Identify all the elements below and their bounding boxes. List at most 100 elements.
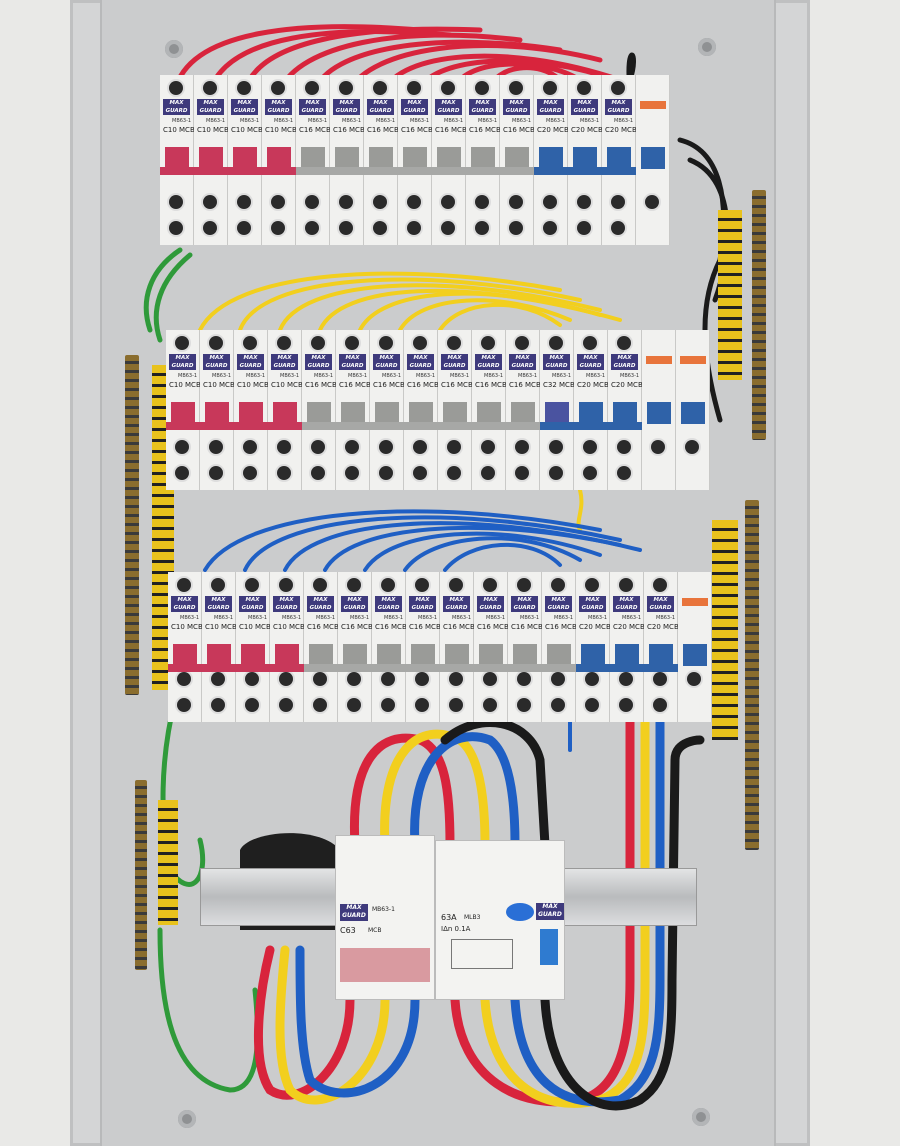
- breaker-toggle[interactable]: [301, 147, 325, 169]
- breaker-toggle[interactable]: [443, 402, 467, 424]
- breaker-toggle[interactable]: [341, 402, 365, 424]
- rcbo-breaker[interactable]: [642, 330, 676, 490]
- breaker-toggle[interactable]: [579, 402, 603, 424]
- breaker-toggle[interactable]: [205, 402, 229, 424]
- breaker-toggle[interactable]: [513, 644, 537, 666]
- rcbo-breaker[interactable]: [636, 75, 670, 245]
- breaker-toggle[interactable]: [547, 644, 571, 666]
- rcd-toggle[interactable]: [540, 929, 558, 965]
- breaker-toggle[interactable]: [477, 402, 501, 424]
- breaker-toggle[interactable]: [545, 402, 569, 424]
- breaker-toggle[interactable]: [539, 147, 563, 169]
- breaker-toggle[interactable]: [239, 402, 263, 424]
- breaker-toggle[interactable]: [683, 644, 707, 666]
- breaker-toggle[interactable]: [267, 147, 291, 169]
- breaker-toggle[interactable]: [505, 147, 529, 169]
- breaker-toggle[interactable]: [409, 402, 433, 424]
- main-breaker-c63[interactable]: MAX GUARD MB63-1 C63 MCB: [335, 835, 435, 1000]
- breaker-toggle[interactable]: [199, 147, 223, 169]
- breaker-toggle[interactable]: [573, 147, 597, 169]
- breaker-toggle[interactable]: [681, 402, 705, 424]
- breaker-toggle[interactable]: [641, 147, 665, 169]
- breaker-toggle[interactable]: [445, 644, 469, 666]
- breaker-toggle[interactable]: [377, 644, 401, 666]
- breaker-toggle[interactable]: [207, 644, 231, 666]
- breaker-toggle[interactable]: [233, 147, 257, 169]
- rcd-63a[interactable]: 63A MLB3 IΔn 0.1A MAX GUARD: [435, 840, 565, 1000]
- breaker-toggle[interactable]: [649, 644, 673, 666]
- breaker-toggle[interactable]: [241, 644, 265, 666]
- breaker-toggle[interactable]: [343, 644, 367, 666]
- breaker-toggle[interactable]: [647, 402, 671, 424]
- breaker-toggle[interactable]: [273, 402, 297, 424]
- test-button[interactable]: [506, 903, 534, 921]
- breaker-toggle[interactable]: [581, 644, 605, 666]
- breaker-toggle[interactable]: [171, 402, 195, 424]
- breaker-toggle[interactable]: [369, 147, 393, 169]
- earth-busbar-left: [125, 355, 139, 695]
- breaker-toggle[interactable]: [375, 402, 399, 424]
- rcbo-breaker[interactable]: [678, 572, 712, 722]
- breaker-toggle[interactable]: [615, 644, 639, 666]
- breaker-toggle[interactable]: [471, 147, 495, 169]
- breaker-toggle[interactable]: [437, 147, 461, 169]
- breaker-toggle[interactable]: [165, 147, 189, 169]
- breaker-toggle[interactable]: [335, 147, 359, 169]
- breaker-toggle[interactable]: [613, 402, 637, 424]
- main-breaker-toggle[interactable]: [340, 948, 430, 982]
- rcbo-breaker[interactable]: [676, 330, 710, 490]
- breaker-toggle[interactable]: [173, 644, 197, 666]
- breaker-toggle[interactable]: [275, 644, 299, 666]
- breaker-toggle[interactable]: [479, 644, 503, 666]
- breaker-toggle[interactable]: [309, 644, 333, 666]
- breaker-toggle[interactable]: [403, 147, 427, 169]
- breaker-toggle[interactable]: [607, 147, 631, 169]
- breaker-toggle[interactable]: [307, 402, 331, 424]
- breaker-toggle[interactable]: [411, 644, 435, 666]
- breaker-toggle[interactable]: [511, 402, 535, 424]
